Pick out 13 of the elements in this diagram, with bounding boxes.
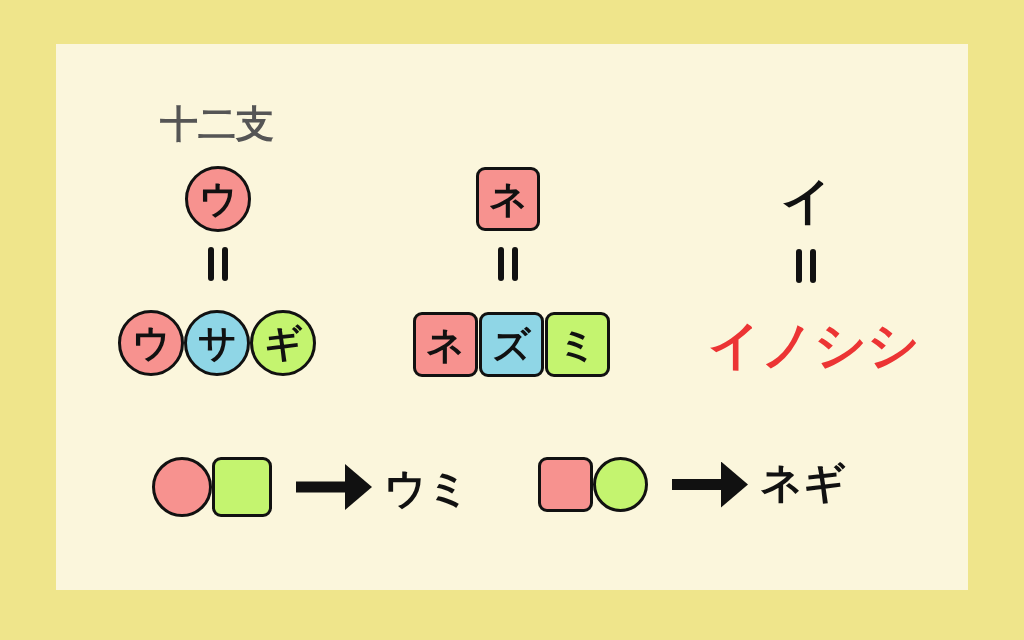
katakana-square: ミ [545, 312, 610, 377]
katakana-character: イ [780, 176, 832, 226]
katakana-word: イノシシ [708, 319, 920, 371]
square-symbol [212, 457, 272, 517]
katakana-word: ウミ [372, 464, 476, 514]
arrow [672, 461, 748, 508]
katakana-square: ネ [476, 167, 540, 231]
diagram-title: 十二支 [160, 105, 274, 143]
katakana-square: ネ [413, 312, 478, 377]
katakana-square: ズ [479, 312, 544, 377]
arrow [296, 464, 372, 510]
katakana-word: ネギ [748, 458, 852, 508]
square-symbol [538, 457, 593, 512]
